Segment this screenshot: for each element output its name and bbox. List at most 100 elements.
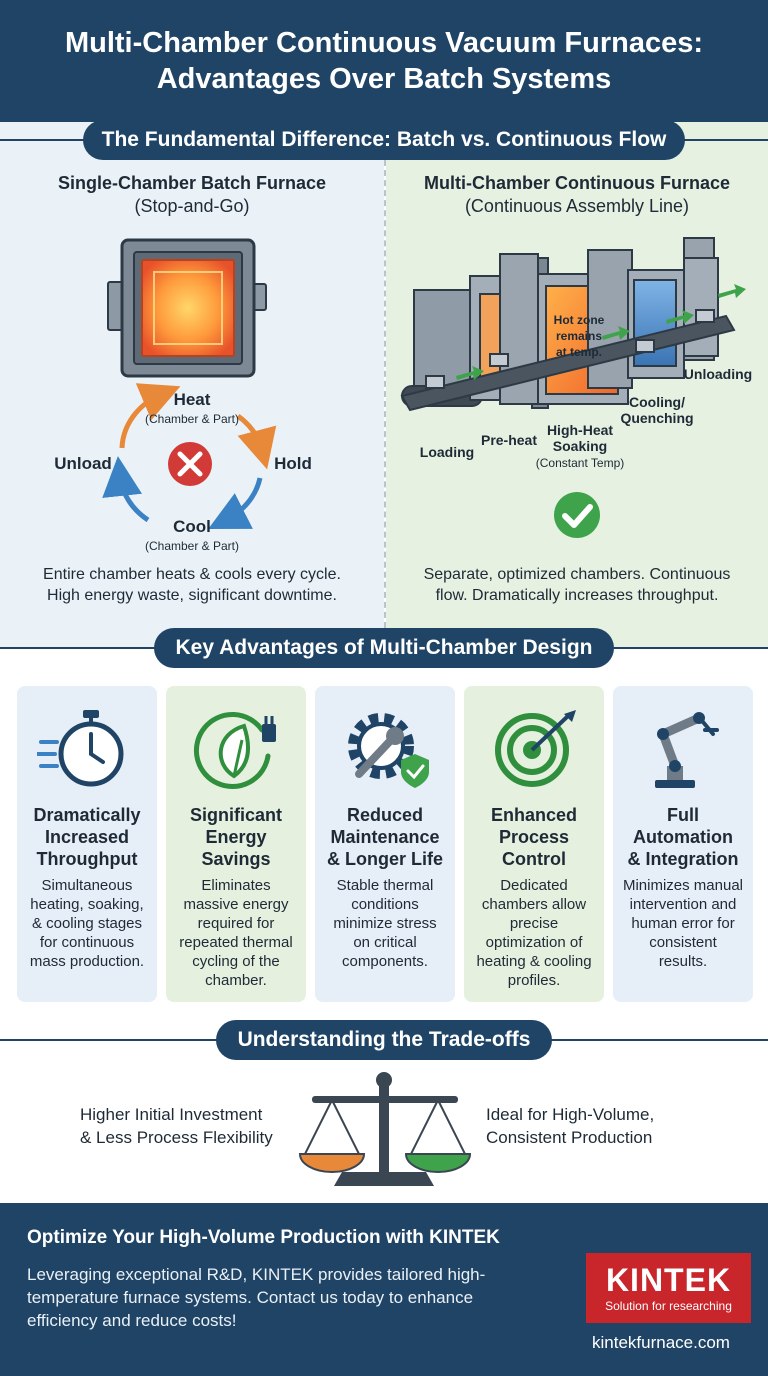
stage-soaking-sub: (Constant Temp) [535,456,625,470]
continuous-title: Multi-Chamber Continuous Furnace (Contin… [396,172,758,218]
stage-unloading: Unloading [683,366,753,382]
cycle-hold: Hold [268,454,318,474]
footer: Optimize Your High-Volume Production wit… [0,1203,768,1376]
panel-divider [384,160,386,638]
page-header: Multi-Chamber Continuous Vacuum Furnaces… [0,0,768,122]
tradeoff-right-line-1: Ideal for High-Volume, [486,1105,655,1124]
tradeoff-left: Higher Initial Investment & Less Process… [80,1103,290,1149]
card-text-line: heating & cooling [476,953,592,970]
card-text-line: for continuous [39,934,135,951]
card-text-line: minimize stress [333,915,437,932]
stage-soaking-line-2: Soaking [552,438,608,454]
leaf-plug-icon [193,712,276,789]
target-icon [495,710,576,787]
card-title-line: Dramatically [33,805,141,825]
website-link[interactable]: kintekfurnace.com [592,1333,730,1352]
continuous-description: Separate, optimized chambers. Continuous… [396,564,758,606]
card-title-line: Savings [201,849,271,869]
kintek-logo[interactable]: KINTEK Solution for researching [586,1253,751,1323]
card-text-line: conditions [351,896,419,913]
section3-title: Understanding the Trade-offs [216,1020,552,1060]
batch-title: Single-Chamber Batch Furnace (Stop-and-G… [20,172,364,218]
card-text-line: chambers allow [481,896,587,913]
card-title-line: & Integration [627,849,739,869]
card-text-line: Minimizes manual [622,877,744,894]
hot-zone-line-1: Hot zone [554,313,605,327]
logo-brand: KINTEK [605,1262,732,1298]
title-line-1: Multi-Chamber Continuous Vacuum Furnaces… [64,27,704,59]
card-text-line: components. [342,953,428,970]
card-text-line: Eliminates [201,877,271,894]
stage-soaking-line-1: High-Heat [546,422,614,438]
stage-preheat: Pre-heat [480,432,538,448]
card-automation-text: Minimizes manual intervention and human er… [619,876,747,971]
card-text-line: consistent [649,934,717,951]
batch-subtitle: (Stop-and-Go) [134,196,250,216]
cycle-hold-label: Hold [274,454,312,473]
stage-cooling-line-1: Cooling/ [629,394,685,410]
card-title-line: Significant [189,805,282,825]
card-throughput-text: Simultaneous heating, soaking, & cooling s… [23,876,151,971]
cycle-cool: Cool (Chamber & Part) [132,517,252,553]
card-text-line: cycling of the [192,953,280,970]
card-text-line: Simultaneous [41,877,133,894]
card-text-line: heating, soaking, [30,896,144,913]
card-text-line: on critical [353,934,417,951]
cycle-cool-label: Cool [173,517,211,536]
card-text-line: Dedicated [500,877,568,894]
card-title-line: Process [498,827,570,847]
cycle-heat-sub: (Chamber & Part) [144,412,240,426]
batch-furnace-icon [107,238,267,378]
batch-desc-line-1: Entire chamber heats & cools every cycle… [43,566,341,583]
card-text-line: results. [658,953,708,970]
batch-panel [0,122,384,648]
card-title-line: Throughput [36,849,138,869]
gear-wrench-shield-icon [348,713,429,788]
section1-title: The Fundamental Difference: Batch vs. Co… [83,120,685,160]
card-text-line: Stable thermal [336,877,434,894]
continuous-desc-line-1: Separate, optimized chambers. Continuous [423,566,731,583]
continuous-furnace-illustration: Hot zone remains at temp. [400,237,746,412]
card-maintenance-text: Stable thermal conditions minimize stress o… [321,876,449,971]
batch-cycle-arrows [102,383,277,530]
cycle-heat: Heat (Chamber & Part) [132,390,252,426]
page-title: Multi-Chamber Continuous Vacuum Furnaces… [65,25,703,97]
card-title-line: & Longer Life [327,849,443,869]
card-text-line: human error for [631,915,735,932]
batch-desc-line-2: High energy waste, significant downtime. [47,587,337,604]
title-line-2: Advantages Over Batch Systems [156,63,612,95]
card-title-line: Control [502,849,566,869]
cycle-heat-label: Heat [173,390,211,409]
card-title-line: Increased [44,827,130,847]
card-title-line: Automation [633,827,733,847]
card-text-line: chamber. [205,972,267,989]
tradeoff-right: Ideal for High-Volume, Consistent Produc… [486,1103,706,1149]
card-text-line: & cooling stages [31,915,143,932]
card-text-line: intervention and [629,896,737,913]
hot-zone-line-2: remains [556,329,602,343]
check-icon [554,492,600,538]
card-text-line: repeated thermal [179,934,293,951]
tradeoff-left-line-2: & Less Process Flexibility [80,1128,273,1147]
card-text-line: mass production. [29,953,145,970]
tradeoff-left-line-1: Higher Initial Investment [80,1105,263,1124]
batch-title-text: Single-Chamber Batch Furnace [57,173,327,193]
stage-cooling-line-2: Quenching [620,410,694,426]
logo-tagline: Solution for researching [605,1299,732,1313]
footer-body: Leveraging exceptional R&D, KINTEK provi… [27,1265,486,1330]
batch-description: Entire chamber heats & cools every cycle… [20,564,364,606]
stage-loading: Loading [419,444,475,460]
card-title-line: Enhanced [490,805,578,825]
cycle-cool-sub: (Chamber & Part) [144,539,240,553]
card-title-line: Maintenance [330,827,440,847]
